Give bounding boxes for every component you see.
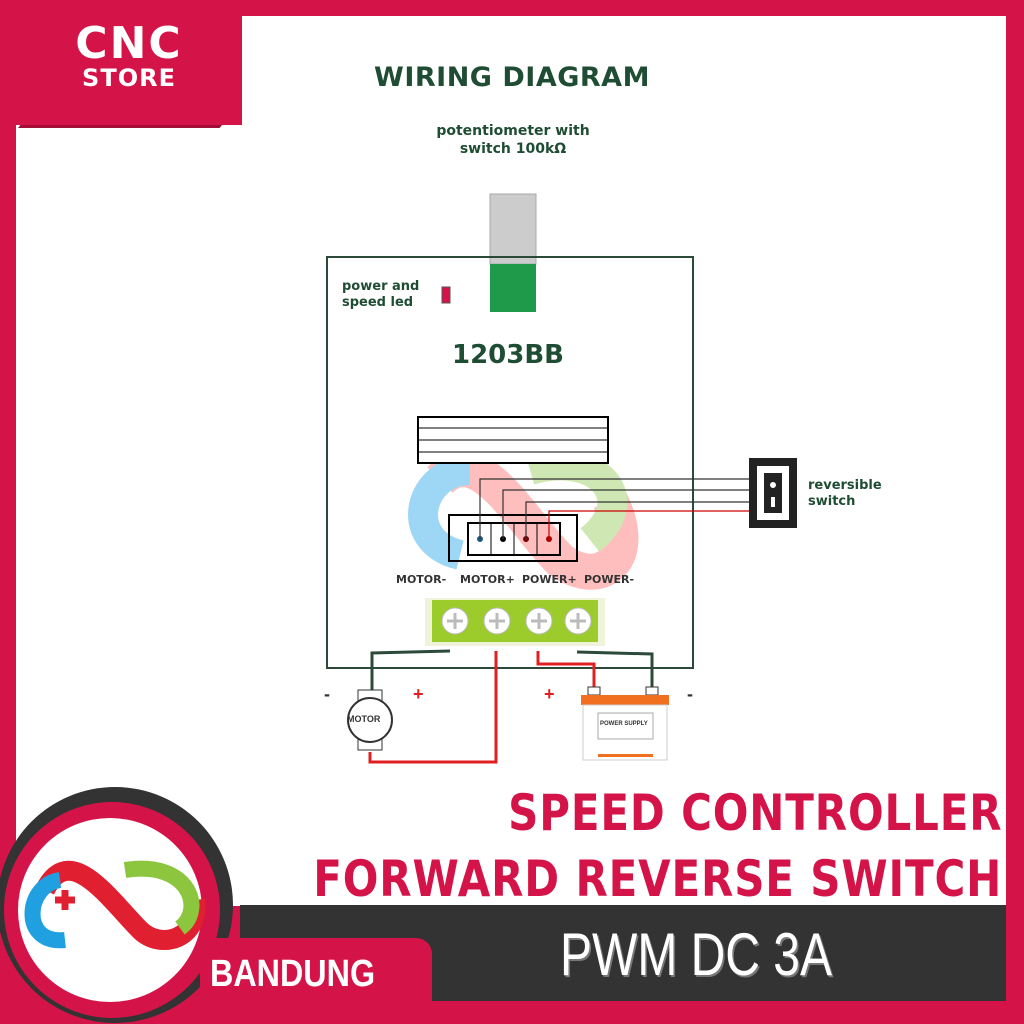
potentiometer-label: potentiometer with switch 100kΩ xyxy=(413,122,613,158)
switch-wires xyxy=(479,478,752,539)
switch-label-1: reversible xyxy=(808,478,882,493)
watermark-logo xyxy=(408,450,639,590)
switch-connector xyxy=(448,514,578,562)
terminal-label-motor-plus: MOTOR+ xyxy=(460,573,515,586)
terminal-block xyxy=(425,598,605,646)
motor-minus-sign: - xyxy=(324,684,330,704)
pot-label-2: switch 100kΩ xyxy=(459,141,567,157)
motor-label: MOTOR xyxy=(347,714,381,724)
product-spec: PWM DC 3A xyxy=(560,921,833,988)
diagram-title: WIRING DIAGRAM xyxy=(374,62,650,93)
terminal-label-power-plus: POWER+ xyxy=(522,573,577,586)
pot-label-1: potentiometer with xyxy=(436,123,590,139)
heatsink xyxy=(417,416,609,464)
supply-label: POWER SUPPLY xyxy=(600,721,648,727)
motor-icon xyxy=(347,689,393,751)
badge-logo xyxy=(0,787,233,1023)
logo-cnc: CNC xyxy=(75,18,183,69)
led-label-1: power and xyxy=(342,279,420,294)
terminal-label-motor-minus: MOTOR- xyxy=(396,573,447,586)
switch-label-2: switch xyxy=(808,494,856,509)
product-title-2: FORWARD REVERSE SWITCH xyxy=(313,850,1002,908)
potentiometer-body xyxy=(490,264,536,312)
logo-store: STORE xyxy=(82,64,176,92)
potentiometer-knob xyxy=(489,193,537,265)
power-wires xyxy=(368,649,654,764)
model-label: 1203BB xyxy=(452,340,564,370)
city-label: BANDUNG xyxy=(210,953,376,995)
led-icon xyxy=(441,286,451,304)
controller-board xyxy=(326,256,694,669)
terminal-label-power-minus: POWER- xyxy=(584,573,635,586)
power-supply-icon xyxy=(581,686,669,761)
reversible-switch-icon xyxy=(749,458,797,528)
supply-minus-sign: - xyxy=(687,684,693,704)
led-label-2: speed led xyxy=(342,295,414,310)
store-logo xyxy=(16,0,242,125)
city-tab xyxy=(200,938,432,1010)
motor-plus-sign: + xyxy=(413,684,424,704)
product-title-1: SPEED CONTROLLER xyxy=(507,784,1002,842)
supply-plus-sign: + xyxy=(544,684,555,704)
